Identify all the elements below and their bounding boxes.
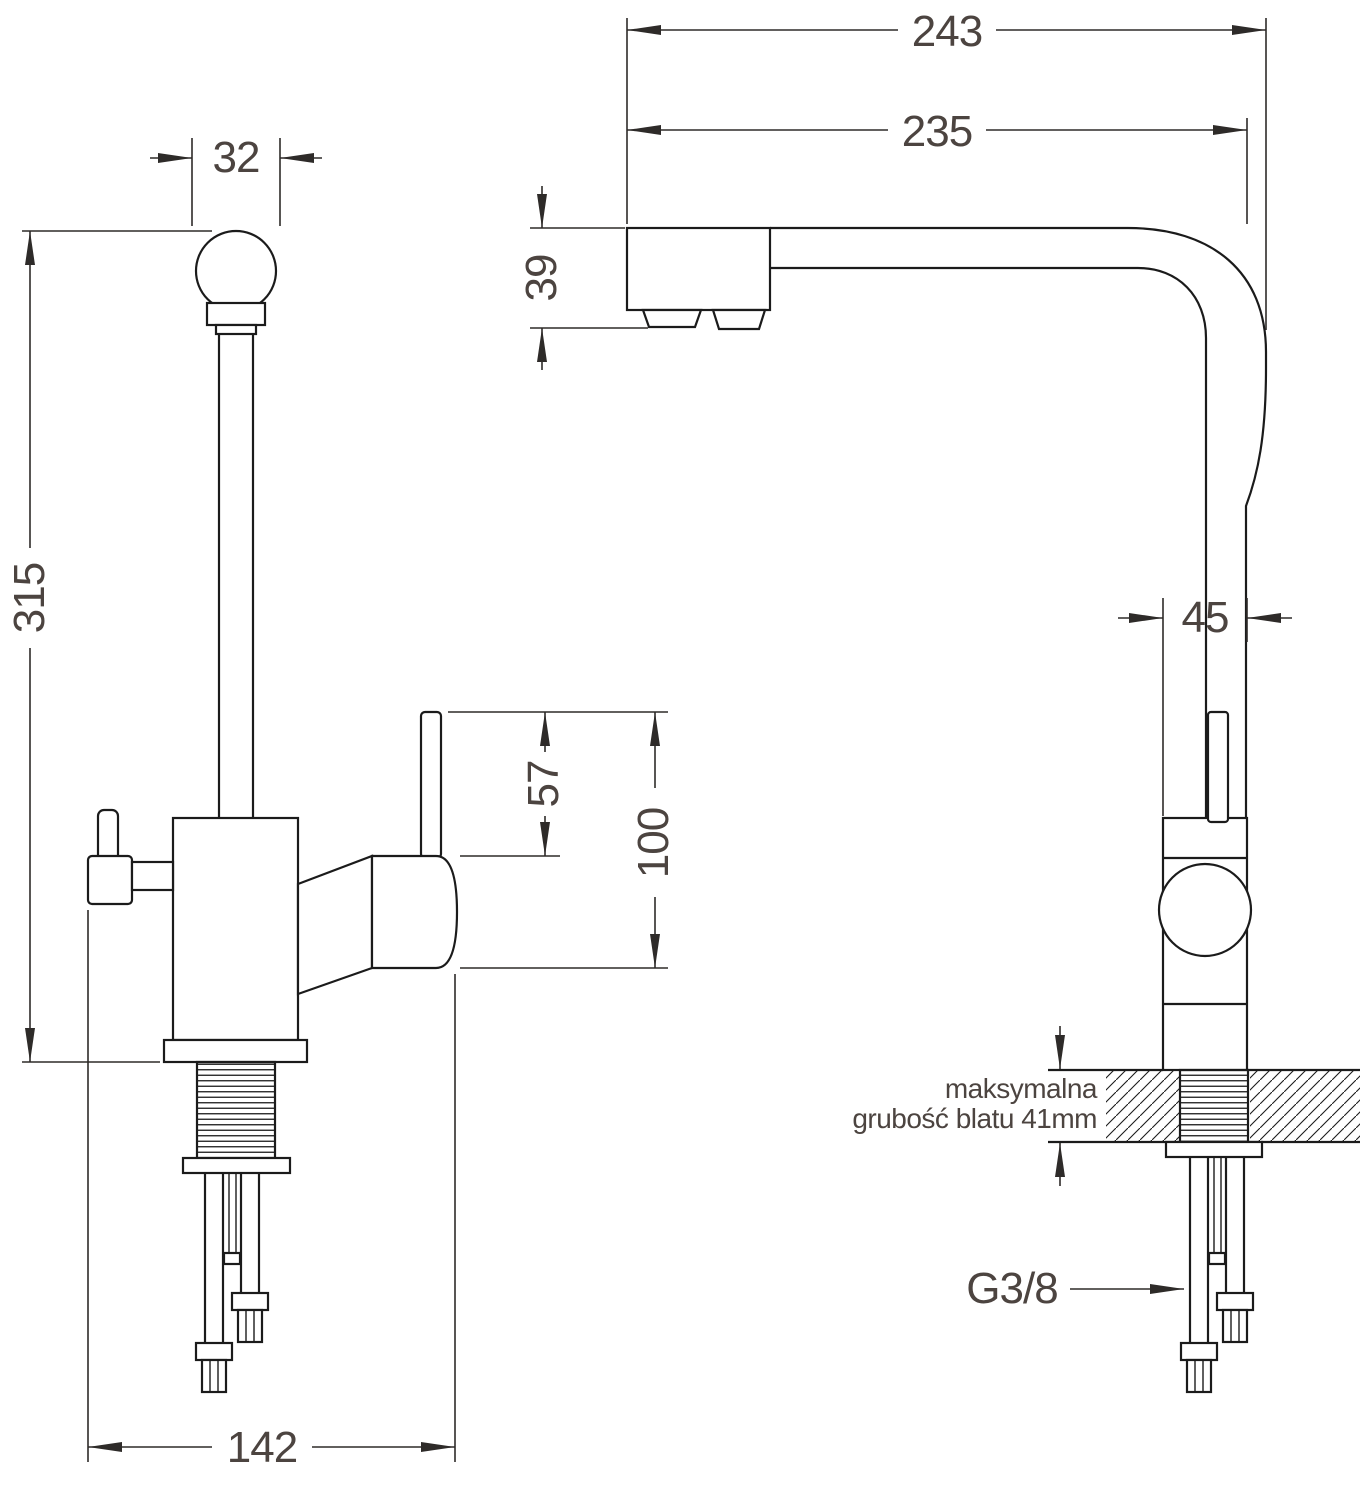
dimension-32: 32 bbox=[150, 133, 322, 226]
front-mixer-cylinder bbox=[370, 854, 459, 970]
countertop-thickness-callout: maksymalna grubość blatu 41mm bbox=[852, 1026, 1098, 1186]
dimension-142: 142 bbox=[87, 910, 456, 1472]
side-aerator-rear bbox=[711, 308, 767, 331]
dimension-235: 235 bbox=[627, 107, 1248, 224]
front-mounting-stud bbox=[222, 1173, 242, 1266]
dimension-45: 45 bbox=[1118, 593, 1292, 816]
side-mounting-washer bbox=[1164, 1140, 1264, 1159]
dim-45-label: 45 bbox=[1182, 593, 1229, 642]
front-aerator-tip bbox=[214, 323, 258, 336]
front-mixer-taper bbox=[296, 854, 374, 996]
front-filter-lever-rod bbox=[96, 808, 120, 864]
side-spout-head bbox=[625, 226, 772, 312]
dim-235-label: 235 bbox=[902, 107, 972, 156]
front-supply-hose-right bbox=[230, 1173, 270, 1344]
front-dimensions: 32 315 57 100 bbox=[5, 133, 678, 1472]
side-countertop bbox=[1048, 1068, 1360, 1144]
dimension-100: 100 bbox=[460, 712, 678, 969]
front-supply-hose-left bbox=[194, 1173, 234, 1394]
front-body bbox=[171, 816, 300, 1042]
dim-243-label: 243 bbox=[912, 7, 982, 56]
dim-100-label: 100 bbox=[629, 808, 678, 878]
dim-39-label: 39 bbox=[517, 255, 566, 302]
side-supply-hose-right bbox=[1215, 1157, 1255, 1344]
side-threaded-shank bbox=[1178, 1068, 1250, 1144]
front-threaded-shank bbox=[195, 1060, 277, 1160]
thread-label: G3/8 bbox=[966, 1264, 1057, 1313]
side-supply-hose-left bbox=[1179, 1157, 1219, 1394]
side-mounting-stud bbox=[1207, 1157, 1227, 1266]
side-dimensions: 243 235 39 45 maksymalna bbox=[517, 7, 1292, 1313]
countertop-note-line2: grubość blatu 41mm bbox=[852, 1103, 1097, 1134]
dim-32-label: 32 bbox=[213, 133, 260, 182]
front-view-object bbox=[86, 229, 459, 1394]
side-mixer-lever-rod bbox=[1206, 710, 1230, 824]
dimension-57: 57 bbox=[448, 711, 668, 857]
dim-315-label: 315 bbox=[5, 563, 54, 633]
front-aerator-housing bbox=[205, 301, 267, 327]
side-view-object bbox=[625, 226, 1360, 1394]
front-mixer-lever-rod bbox=[419, 710, 443, 860]
front-filter-lever-body bbox=[86, 854, 134, 906]
dim-142-label: 142 bbox=[227, 1423, 297, 1472]
front-base-plate bbox=[162, 1038, 309, 1064]
front-filter-lever-stem bbox=[130, 860, 175, 892]
side-spout-inner-profile bbox=[770, 266, 1208, 820]
thread-callout: G3/8 bbox=[966, 1264, 1184, 1313]
dim-57-label: 57 bbox=[519, 761, 568, 808]
countertop-hatch-right bbox=[1250, 1071, 1360, 1141]
countertop-hatch-left bbox=[1106, 1071, 1180, 1141]
dimension-315: 315 bbox=[5, 230, 212, 1063]
dimension-243: 243 bbox=[626, 7, 1267, 330]
dimension-39: 39 bbox=[517, 186, 648, 370]
countertop-note-line1: maksymalna bbox=[945, 1073, 1098, 1104]
front-spout-ball bbox=[194, 229, 278, 313]
side-ball-joint bbox=[1157, 862, 1253, 958]
front-mounting-washer bbox=[181, 1156, 292, 1175]
side-spout-outer-profile bbox=[770, 226, 1268, 820]
side-aerator-front bbox=[641, 308, 703, 329]
